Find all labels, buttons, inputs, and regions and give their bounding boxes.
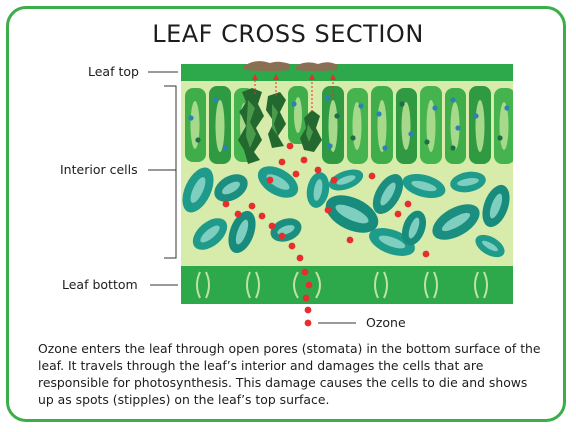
diagram-title: LEAF CROSS SECTION [152,20,424,48]
damaged-cells [238,88,322,164]
leaf-bottom-layer [181,266,513,304]
label-ozone: Ozone [366,315,406,330]
damage-arrows [252,74,336,112]
leaf-top-layer [181,64,513,81]
label-leaf-top: Leaf top [88,64,139,79]
label-leaders [148,71,356,324]
stipple-spots [244,61,338,71]
caption-text: Ozone enters the leaf through open pores… [38,341,541,407]
spongy-cells [182,166,510,258]
palisade-cells [185,86,513,164]
label-leaf-bottom: Leaf bottom [62,277,138,292]
label-interior-cells: Interior cells [60,162,138,177]
stomata [196,271,488,299]
outer-frame [6,6,566,422]
ozone-molecules [222,142,430,327]
